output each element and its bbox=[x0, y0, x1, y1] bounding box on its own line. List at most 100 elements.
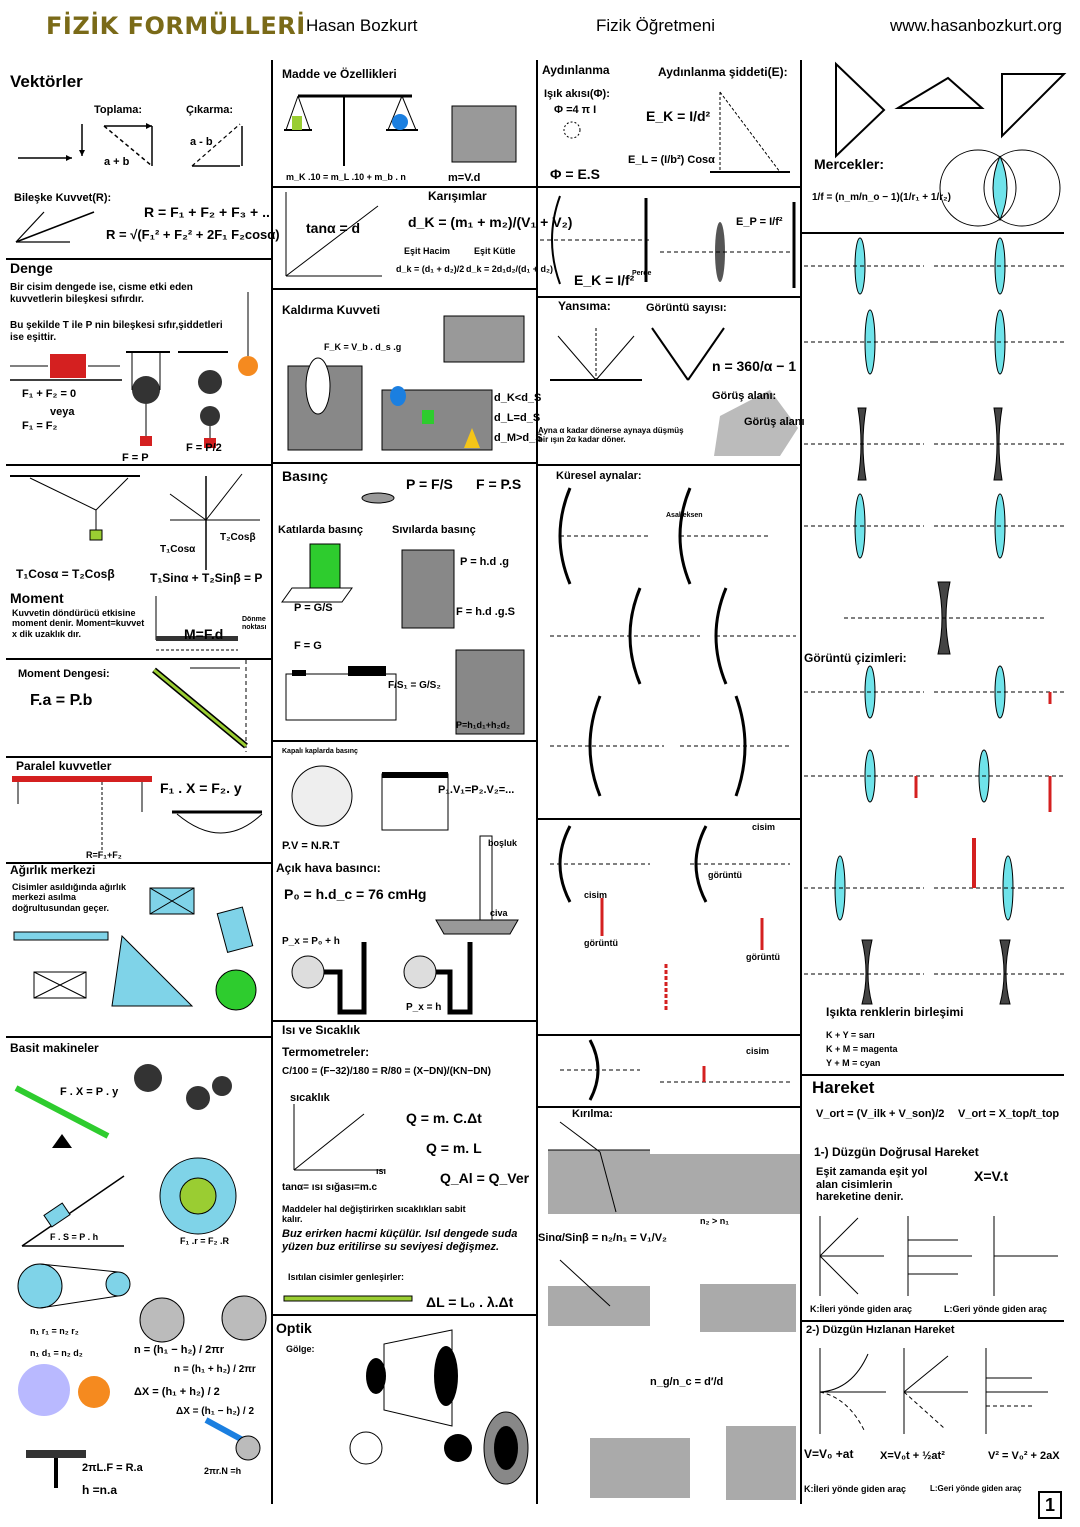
label-dhh: 2-) Düzgün Hızlanan Hareket bbox=[806, 1324, 955, 1336]
section-divider bbox=[273, 462, 536, 464]
mirror-image-diagrams bbox=[550, 825, 790, 1012]
formula-f1-f2-zero: F₁ + F₂ = 0 bbox=[22, 388, 77, 400]
formula-m-vd: m=V.d bbox=[448, 172, 481, 184]
author-role: Fizik Öğretmeni bbox=[596, 16, 716, 35]
label-moment-dengesi: Moment Dengesi: bbox=[18, 668, 110, 680]
section-divider bbox=[802, 1074, 1064, 1076]
hal-text: Maddeler hal değiştirirken sıcaklıkları … bbox=[282, 1204, 466, 1225]
formula-thermometer: C/100 = (F−32)/180 = R/80 = (X−DN)/(KN−D… bbox=[282, 1066, 491, 1077]
label-geri-1: L:Geri yönde giden araç bbox=[944, 1304, 1048, 1314]
formula-n-sum: n = (h₁ + h₂) / 2πr bbox=[174, 1364, 256, 1375]
formula-f-eq-p2: F = P/2 bbox=[186, 442, 222, 454]
formula-ep: E_P = I/f² bbox=[736, 216, 783, 228]
formula-m-fd: M=F.d bbox=[184, 626, 224, 642]
label-goruntu-1: görüntü bbox=[708, 870, 742, 880]
moment-balance-diagram bbox=[152, 660, 248, 752]
formula-q-mct: Q = m. C.Δt bbox=[406, 1110, 482, 1126]
formula-f1r-f2r: F₁ .r = F₂ .R bbox=[180, 1236, 229, 1246]
section-title-mercekler: Mercekler: bbox=[814, 156, 885, 172]
formula-n-diff: n = (h₁ − h₂) / 2πr bbox=[134, 1344, 224, 1356]
formula-v2: V² = V₀² + 2aX bbox=[988, 1450, 1060, 1462]
agirlik-text: Cisimler asıldığında ağırlık merkezi ası… bbox=[12, 882, 127, 913]
author-name: Hasan Bozkurt bbox=[306, 16, 418, 35]
closed-container-diagram bbox=[291, 765, 449, 831]
formula-p-hdg: P = h.d .g bbox=[460, 556, 510, 568]
formula-n-360: n = 360/α − 1 bbox=[712, 358, 797, 374]
formula-dk: d_K = (m₁ + m₂)/(V₁ + V₂) bbox=[408, 214, 573, 230]
formula-dl-expansion: ΔL = L₀ . λ.Δt bbox=[426, 1294, 514, 1310]
moment-diagram bbox=[155, 596, 238, 651]
photometer-diagram bbox=[540, 195, 796, 288]
section-title-paralel: Paralel kuvvetler bbox=[16, 759, 112, 773]
label-renk-2: K + M = magenta bbox=[826, 1044, 898, 1054]
section-title-vektorler: Vektörler bbox=[10, 72, 83, 91]
section-divider bbox=[538, 1034, 800, 1036]
label-bileske: Bileşke Kuvvet(R): bbox=[14, 192, 112, 204]
page-number: 1 bbox=[1038, 1491, 1062, 1519]
formula-vort-1: V_ort = (V_ilk + V_son)/2 bbox=[816, 1108, 945, 1120]
formula-sheet: Vektörler Toplama: Çıkarma: a + b a - b … bbox=[0, 56, 1080, 1527]
section-divider bbox=[6, 464, 271, 466]
buz-text: Buz erirken hacmi küçülür. Isıl dengede … bbox=[282, 1228, 518, 1253]
formula-2pi-rn: 2πr.N =h bbox=[204, 1466, 242, 1476]
formula-px-h: P_x = h bbox=[406, 1002, 442, 1013]
label-ddh: 1-) Düzgün Doğrusal Hareket bbox=[814, 1145, 979, 1159]
section-divider bbox=[273, 740, 536, 742]
formula-ek-f2: E_K = I/f² bbox=[574, 272, 635, 288]
lens-ray-diagrams bbox=[804, 237, 1064, 655]
formula-r-f1f2: R=F₁+F₂ bbox=[86, 850, 122, 860]
label-katilar: Katılarda basınç bbox=[278, 524, 363, 536]
formula-f-hdgs: F = h.d .g.S bbox=[456, 606, 515, 618]
label-geri-2: L:Geri yönde giden araç bbox=[930, 1484, 1022, 1493]
formula-r-sum: R = F₁ + F₂ + F₃ + .. bbox=[144, 204, 270, 220]
formula-dk-kutle: d_k = 2d₁d₂/(d₁ + d₂) bbox=[466, 264, 553, 274]
formula-phi-es: Φ = E.S bbox=[550, 166, 601, 182]
formula-pv: P₁.V₁=P₂.V₂=... bbox=[438, 784, 515, 796]
label-asal: Asal eksen bbox=[666, 512, 703, 519]
column-divider bbox=[800, 60, 802, 1504]
section-title-isi: Isı ve Sıcaklık bbox=[282, 1023, 361, 1037]
section-title-kaldirma: Kaldırma Kuvveti bbox=[282, 303, 381, 317]
label-goruntu-2: görüntü bbox=[584, 938, 618, 948]
formula-fa-pb: F.a = P.b bbox=[30, 692, 93, 709]
label-renk-3: Y + M = cyan bbox=[826, 1058, 881, 1068]
vector-diagrams bbox=[18, 123, 243, 167]
formula-h-na: h =n.a bbox=[82, 1483, 118, 1497]
section-title-denge: Denge bbox=[10, 260, 53, 276]
section-title-karisimlar: Karışımlar bbox=[428, 189, 487, 203]
label-isi: ısı bbox=[376, 1166, 387, 1176]
formula-f1x-f2y: F₁ . X = F₂. y bbox=[160, 780, 242, 796]
section-title-moment: Moment bbox=[10, 590, 64, 606]
label-gorus: Görüş alanı bbox=[744, 416, 805, 428]
formula-2pi-lf: 2πL.F = R.a bbox=[82, 1462, 143, 1474]
formula-px-p0h: P_x = P₀ + h bbox=[282, 936, 340, 947]
section-divider bbox=[6, 658, 271, 660]
label-renkler: Işıkta renklerin birleşimi bbox=[826, 1005, 964, 1019]
label-gorus-alani: Görüş alanı: bbox=[712, 390, 777, 402]
formula-p0: P₀ = h.d_c = 76 cmHg bbox=[284, 886, 427, 902]
heat-graph bbox=[293, 1104, 384, 1171]
label-yansima: Yansıma: bbox=[558, 299, 611, 313]
section-title-aydinlanma: Aydınlanma bbox=[542, 63, 610, 77]
column-divider bbox=[271, 60, 273, 1504]
label-toplama: Toplama: bbox=[94, 104, 143, 116]
resultant-diagram bbox=[15, 211, 95, 243]
section-divider bbox=[273, 186, 536, 188]
balance-scale-diagram bbox=[284, 94, 517, 166]
label-civa: civa bbox=[490, 908, 508, 918]
formula-fk: F_K = V_b . d_s .g bbox=[324, 342, 402, 352]
barometer-diagram bbox=[291, 835, 519, 1015]
formula-fs-ph: F . S = P . h bbox=[50, 1232, 99, 1242]
label-golge: Gölge: bbox=[286, 1344, 315, 1354]
section-divider bbox=[802, 1320, 1064, 1322]
website-link[interactable]: www.hasanbozkurt.org bbox=[890, 16, 1062, 35]
illumination-diagram bbox=[563, 91, 790, 173]
simple-machines-diagrams bbox=[14, 1064, 267, 1488]
formula-qal-qver: Q_Al = Q_Ver bbox=[440, 1170, 530, 1186]
section-divider bbox=[538, 1106, 800, 1108]
formula-el: E_L = (I/b²) Cosα bbox=[628, 154, 715, 166]
label-cikarma: Çıkarma: bbox=[186, 104, 234, 116]
refraction-diagrams bbox=[548, 1121, 800, 1500]
label-ileri-2: K:İleri yönde giden araç bbox=[804, 1484, 907, 1494]
section-divider bbox=[273, 1020, 536, 1022]
